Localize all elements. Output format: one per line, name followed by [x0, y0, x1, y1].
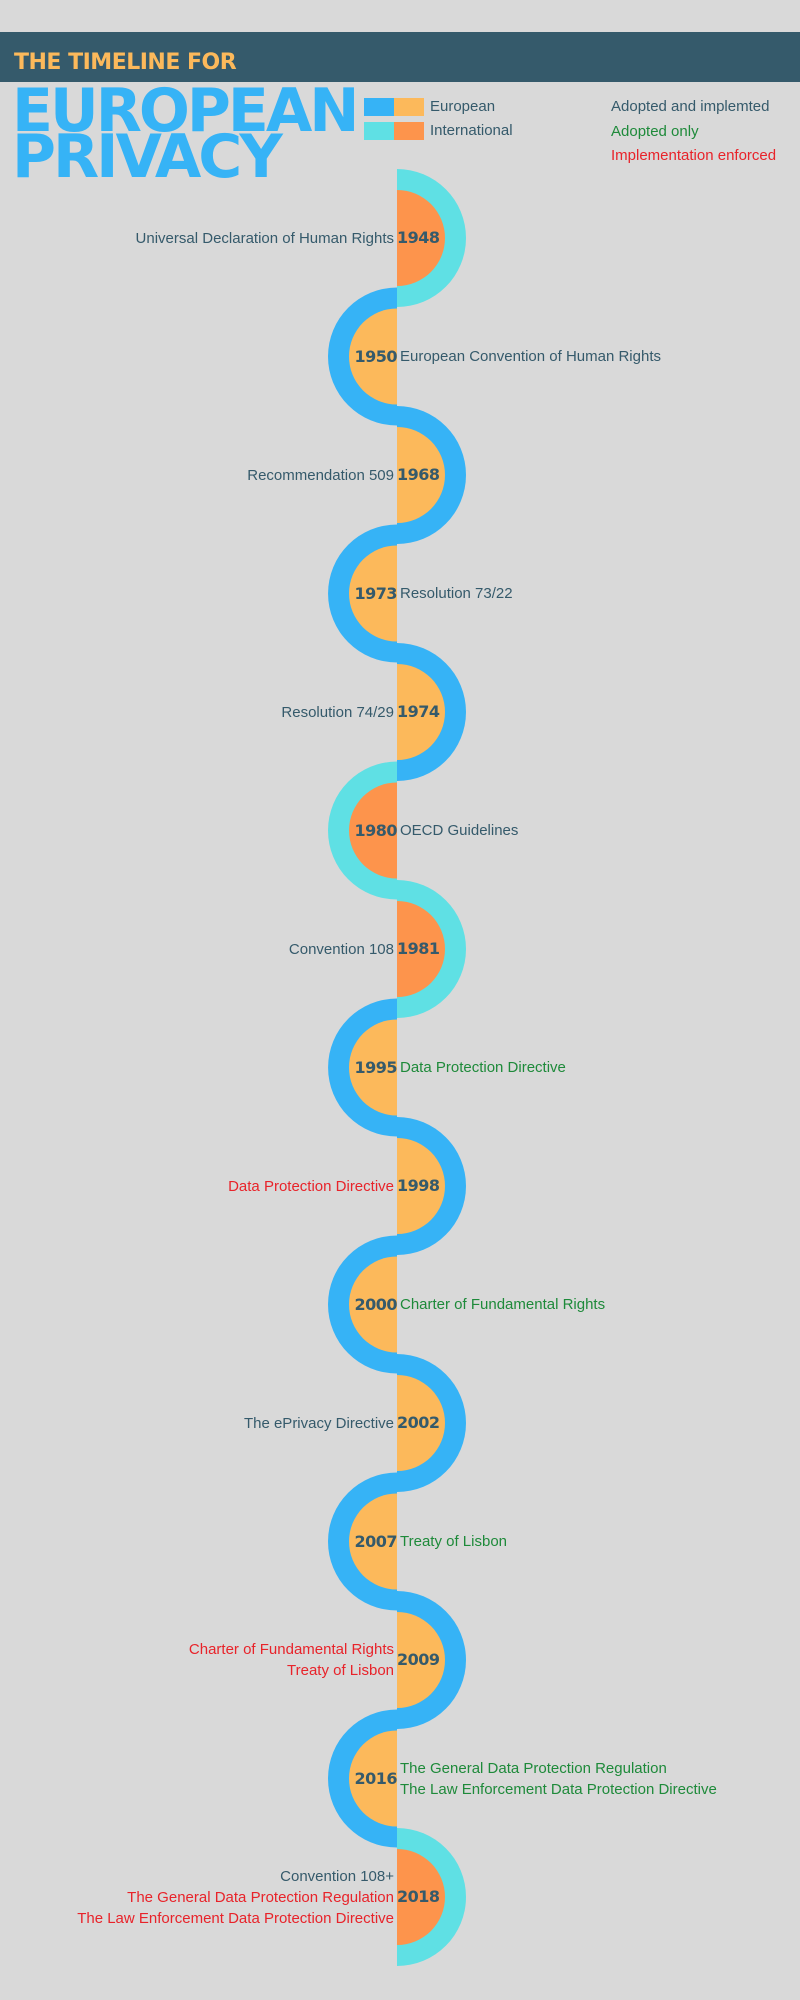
timeline-year-2000: 2000	[354, 1294, 397, 1314]
timeline-event-group-1980: OECD Guidelines	[400, 820, 518, 841]
timeline-event-group-1948: Universal Declaration of Human Rights	[136, 228, 394, 249]
timeline-arc-2016-inner	[349, 1730, 397, 1827]
timeline-year-2009: 2009	[397, 1650, 440, 1669]
timeline-event-label: Resolution 74/29	[281, 703, 394, 721]
timeline-year-2016: 2016	[354, 1768, 397, 1788]
timeline-event-group-2002: The ePrivacy Directive	[244, 1413, 394, 1434]
timeline-arc-1980-inner	[349, 782, 397, 879]
page-title-line-1: EUROPEAN	[12, 76, 360, 146]
timeline-year-1968: 1968	[397, 465, 440, 484]
timeline-event-label: The Law Enforcement Data Protection Dire…	[77, 1909, 394, 1927]
timeline-year-2007: 2007	[354, 1531, 397, 1551]
timeline-event-group-1950: European Convention of Human Rights	[400, 346, 661, 367]
timeline-event-group-1981: Convention 108	[289, 939, 394, 960]
legend-swatch-european-inner	[394, 98, 424, 116]
timeline-event-group-1968: Recommendation 509	[247, 465, 394, 486]
legend-status-implementation-enforced: Implementation enforced	[611, 147, 777, 164]
timeline-event-label: The Law Enforcement Data Protection Dire…	[400, 1780, 717, 1798]
timeline-event-label: Convention 108	[288, 940, 394, 958]
legend-label-european: European	[430, 98, 496, 115]
timeline-year-1995: 1995	[354, 1057, 397, 1077]
timeline-event-group-2018: Convention 108+ The General Data Protecti…	[77, 1866, 394, 1929]
timeline-arc-1948-inner	[397, 190, 445, 286]
timeline-event-label: The ePrivacy Directive	[243, 1414, 394, 1432]
timeline-event-label: Charter of Fundamental Rights	[400, 1296, 606, 1313]
timeline-arc-1995-inner	[349, 1019, 397, 1116]
timeline-event-label: Treaty of Lisbon	[400, 1533, 507, 1550]
timeline-arc-1998-inner	[397, 1138, 445, 1234]
timeline-event-label: Convention 108+	[280, 1867, 394, 1885]
timeline-year-1950: 1950	[354, 346, 397, 366]
timeline-event-label: Resolution 73/22	[400, 585, 513, 602]
timeline-year-1948: 1948	[397, 228, 440, 247]
legend-swatch-european-outer	[364, 98, 394, 116]
timeline-event-label: Charter of Fundamental Rights	[188, 1641, 394, 1658]
timeline-event-label: Data Protection Directive	[228, 1177, 394, 1195]
timeline-event-group-1973: Resolution 73/22	[400, 583, 513, 604]
timeline-event-label: The General Data Protection Regulation	[127, 1888, 394, 1906]
timeline-year-1973: 1973	[354, 583, 397, 603]
timeline-arc-2018-inner	[397, 1849, 445, 1945]
timeline-event-group-1995: Data Protection Directive	[400, 1057, 566, 1078]
timeline-event-label: Recommendation 509	[247, 466, 394, 484]
timeline-arc-1950-inner	[349, 308, 397, 405]
timeline-event-label: Data Protection Directive	[400, 1059, 566, 1076]
timeline-event-group-1974: Resolution 74/29	[281, 702, 394, 723]
timeline-year-2002: 2002	[397, 1413, 440, 1432]
timeline-arc-2009-inner	[397, 1612, 445, 1708]
timeline-year-2018: 2018	[397, 1887, 440, 1906]
timeline-event-label: The General Data Protection Regulation	[400, 1759, 667, 1777]
timeline-arc-1968-inner	[397, 427, 445, 523]
header-band	[0, 32, 800, 82]
page-kicker: THE TIMELINE FOR	[14, 50, 237, 75]
page-title-line-2: PRIVACY	[12, 122, 283, 192]
timeline-event-label: Universal Declaration of Human Rights	[135, 229, 394, 247]
timeline-arc-1973-inner	[349, 545, 397, 642]
timeline-arc-2007-inner	[349, 1493, 397, 1590]
timeline-arc-2000-inner	[349, 1256, 397, 1353]
timeline-event-group-2000: Charter of Fundamental Rights	[400, 1294, 605, 1315]
timeline-event-label: Treaty of Lisbon	[287, 1662, 394, 1679]
timeline-arc-1974-inner	[397, 664, 445, 760]
legend-swatch-international-inner	[394, 122, 424, 140]
legend-swatch-international-outer	[364, 122, 394, 140]
timeline-year-1998: 1998	[397, 1176, 440, 1195]
timeline-year-1981: 1981	[397, 939, 440, 958]
timeline-event-label: OECD Guidelines	[400, 822, 519, 839]
legend-label-international: International	[430, 122, 513, 139]
timeline-arc-1981-inner	[397, 901, 445, 997]
timeline-event-group-1998: Data Protection Directive	[228, 1176, 394, 1197]
legend-status-adopted-only: Adopted only	[611, 123, 699, 140]
timeline-arc-2002-inner	[397, 1375, 445, 1471]
timeline-year-1980: 1980	[354, 820, 397, 840]
legend-status-adopted-implemented: Adopted and implemted	[611, 98, 770, 115]
timeline-event-group-2007: Treaty of Lisbon	[400, 1531, 507, 1552]
timeline-event-label: European Convention of Human Rights	[400, 348, 661, 365]
timeline-year-1974: 1974	[397, 702, 440, 721]
